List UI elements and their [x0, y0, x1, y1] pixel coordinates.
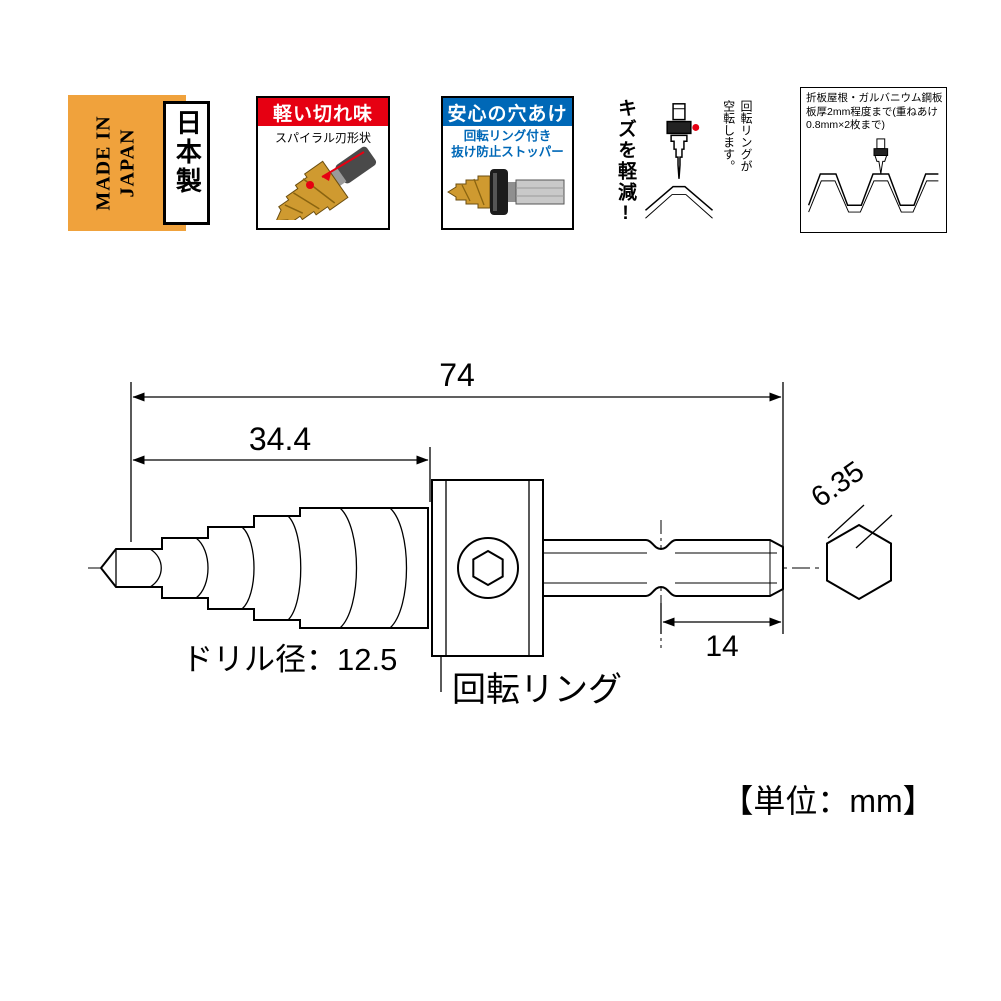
light-cutting-header: 軽い切れ味 [258, 98, 388, 126]
rotation-ring-label: 回転リング [452, 671, 622, 709]
drill-diameter-label: ドリル径：12.5 [182, 642, 397, 677]
badge-roof-spec: 折板屋根・ガルバニウム鋼板 板厚2mm程度まで(重ねあけ 0.8mm×2枚まで) [800, 87, 947, 233]
ring-stopper-caption: 回転リング付き 抜け防止ストッパー [451, 128, 564, 161]
drill-on-roof-icon [645, 103, 714, 219]
dim-bit-insert-length: 14 [705, 630, 738, 663]
rotation-ring [431, 479, 544, 657]
badge-light-cutting: 軽い切れ味 スパイラル刃形状 [256, 96, 390, 230]
folded-roof-icon [807, 138, 939, 213]
spiral-blade-caption: スパイラル刃形状 [274, 131, 371, 145]
mini-drill-icon [873, 138, 889, 175]
red-arrow-icon [322, 173, 331, 181]
red-dot-icon [306, 181, 314, 189]
roof-spec-line3: 0.8mm×2枚まで) [806, 119, 886, 132]
red-dot-icon [692, 124, 700, 131]
unit-label: 【単位：mm】 [721, 783, 934, 819]
ring-caption-line1: 回転リング付き [463, 129, 552, 143]
roof-spec-line2: 板厚2mm程度まで(重ねあけ [806, 105, 938, 118]
badge-made-in-japan: MADE IN JAPAN 日本製 [68, 95, 211, 231]
dimension-lines [130, 382, 784, 692]
ring-caption-line2: 抜け防止ストッパー [451, 145, 564, 160]
hex-width-leaders [827, 504, 893, 549]
dim-overall-length: 74 [439, 357, 475, 393]
ring-spins-col2: 空転します。 [721, 100, 736, 172]
hex-face-lines [543, 540, 777, 596]
safe-drilling-header: 安心の穴あけ [443, 98, 572, 126]
scratch-reduction-label: キズを軽減! [615, 98, 636, 226]
made-in-japan-jp-label: 日本製 [163, 101, 211, 225]
roof-spec-line1: 折板屋根・ガルバニウム鋼板 [806, 92, 943, 104]
ring-spins-note: 回転リングが 空転します。 [719, 90, 754, 236]
badge-scratch-reduction: キズを軽減! 回転リングが 空転します。 [612, 90, 754, 236]
dim-hex-width: 6.35 [806, 455, 871, 514]
ring-spins-col1: 回転リングが [739, 100, 753, 172]
hex-cross-section [826, 504, 893, 601]
step-drill-side-icon [447, 168, 565, 215]
step-drill-angled-icon [275, 146, 377, 220]
dim-drill-length: 34.4 [249, 421, 311, 457]
set-screw-hex [472, 549, 504, 587]
step-drill-body [99, 507, 429, 629]
spiral-flutes [149, 507, 408, 629]
hex-shank [542, 539, 784, 597]
badge-safe-drilling: 安心の穴あけ 回転リング付き 抜け防止ストッパー [441, 96, 574, 230]
